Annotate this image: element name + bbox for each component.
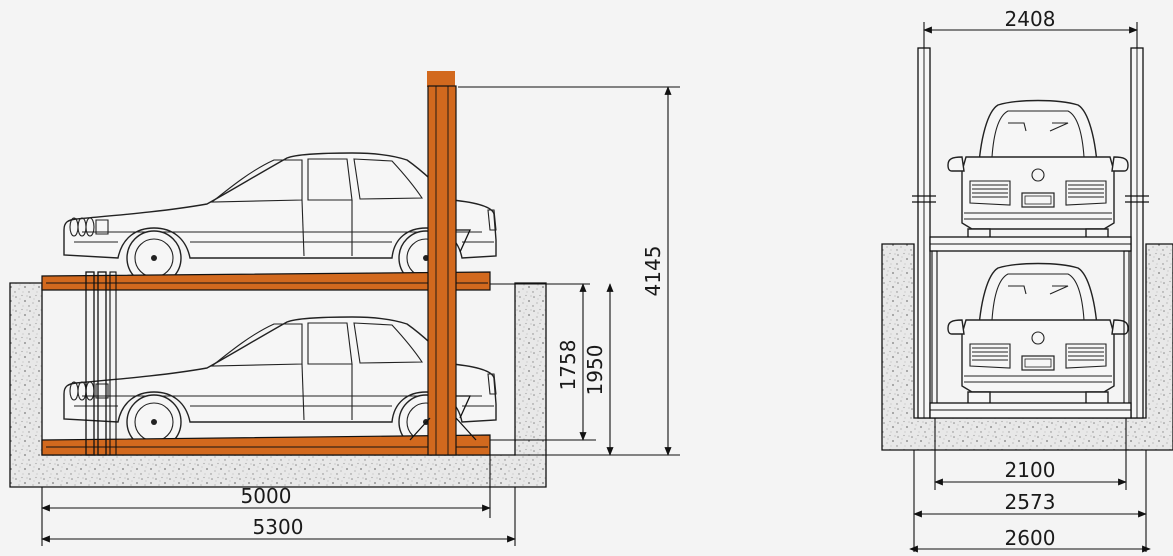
dim-platform-length: 5000 [241,484,292,508]
upper-platform [41,271,491,291]
dim-inner-width: 2100 [1005,458,1056,482]
front-posts [912,47,1149,419]
lower-car-rear [947,262,1129,405]
side-view: 4145 1758 1950 5000 5300 [9,71,680,546]
lift-column [409,71,477,456]
lower-platform [41,434,491,456]
dim-pit-width: 2600 [1005,526,1056,550]
side-dimensions: 4145 1758 1950 5000 5300 [41,86,680,546]
dim-pit-length: 5300 [253,515,304,539]
side-pit-concrete [9,282,547,488]
upper-car-rear [947,99,1129,242]
dim-pit-depth-b: 1950 [583,345,607,396]
dim-total-height: 4145 [641,246,665,297]
dim-pit-depth-a: 1758 [556,340,580,391]
front-upper-platform [929,236,1132,419]
front-lower-platform [929,402,1132,419]
dim-top-width: 2408 [1005,7,1056,31]
rear-posts [85,271,117,456]
front-pit-concrete [881,243,1173,451]
front-view: 2408 2100 2573 2600 [881,7,1173,553]
dim-outer-width: 2573 [1005,490,1056,514]
front-dimensions: 2408 2100 2573 2600 [909,7,1151,553]
